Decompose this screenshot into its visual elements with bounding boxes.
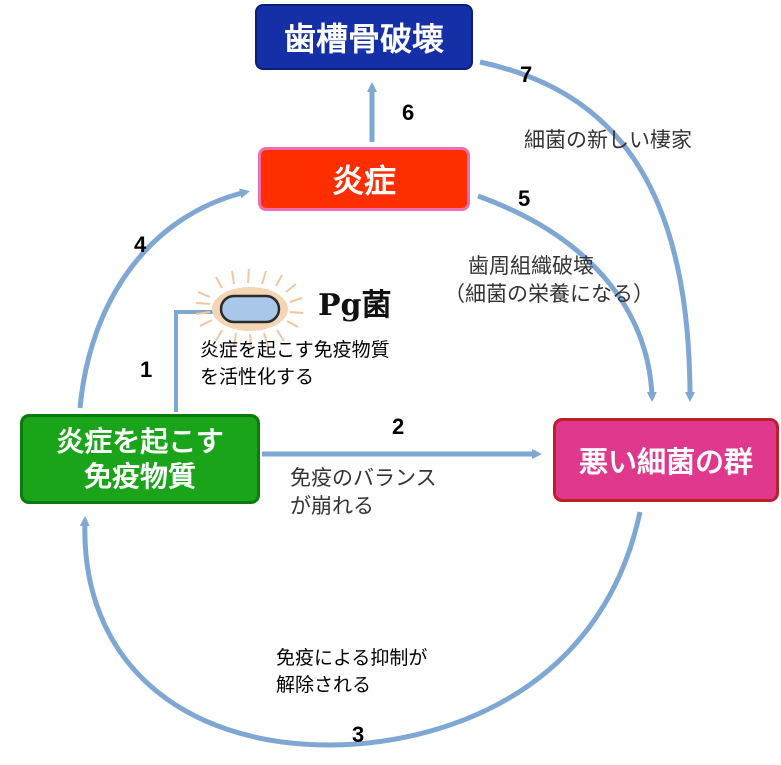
immune-balance-label-line2: が崩れる <box>290 494 374 519</box>
periodontal-tissue-destruction-label: 歯周組織破壊 （細菌の栄養になる） <box>444 252 654 309</box>
node-bad-bacteria-group-label: 悪い細菌の群 <box>578 445 753 479</box>
arrow-3 <box>79 511 643 748</box>
step-number-7: 7 <box>520 62 533 87</box>
activate-label: 炎症を起こす免疫物質 を活性化する <box>200 337 390 390</box>
suppression-released-label-line2: 解除される <box>276 673 372 696</box>
step-number-3: 3 <box>352 722 365 747</box>
node-immune-label-line2: 免疫物質 <box>83 460 196 493</box>
node-alveolar-bone-destruction: 歯槽骨破壊 <box>255 4 473 70</box>
arrow-5 <box>477 193 657 402</box>
node-inflammation-label: 炎症 <box>331 162 396 200</box>
periodontal-label-line1: 歯周組織破壊 <box>468 254 594 278</box>
suppression-released-label: 免疫による抑制が 解除される <box>276 645 427 698</box>
step-number-2: 2 <box>392 414 405 439</box>
node-alveolar-bone-destruction-label: 歯槽骨破壊 <box>283 20 444 58</box>
immune-balance-label: 免疫のバランス が崩れる <box>290 464 437 521</box>
activate-label-line2: を活性化する <box>200 365 315 388</box>
pg-bacteria-label: Pg菌 <box>318 288 392 323</box>
step-number-1: 1 <box>140 357 153 382</box>
arrow-7 <box>479 59 695 402</box>
activate-label-line1: 炎症を起こす免疫物質 <box>200 339 390 361</box>
step-number-4: 4 <box>134 232 147 257</box>
step-number-6: 6 <box>402 100 415 125</box>
pg-bacterium-icon <box>195 268 304 348</box>
suppression-released-label-line1: 免疫による抑制が <box>276 647 428 669</box>
new-habitat-label: 細菌の新しい棲家 <box>524 128 692 152</box>
periodontal-label-line2: （細菌の栄養になる） <box>444 282 654 307</box>
node-bad-bacteria-group: 悪い細菌の群 <box>553 418 779 502</box>
node-inflammation: 炎症 <box>258 147 470 211</box>
immune-balance-label-line1: 免疫のバランス <box>290 466 437 490</box>
arrow-1 <box>174 310 214 412</box>
arrow-4 <box>77 188 250 409</box>
node-immune-label-line1: 炎症を起こす <box>56 425 224 458</box>
step-number-5: 5 <box>518 186 531 211</box>
node-inflammatory-immune-substance: 炎症を起こす 免疫物質 <box>20 414 260 504</box>
